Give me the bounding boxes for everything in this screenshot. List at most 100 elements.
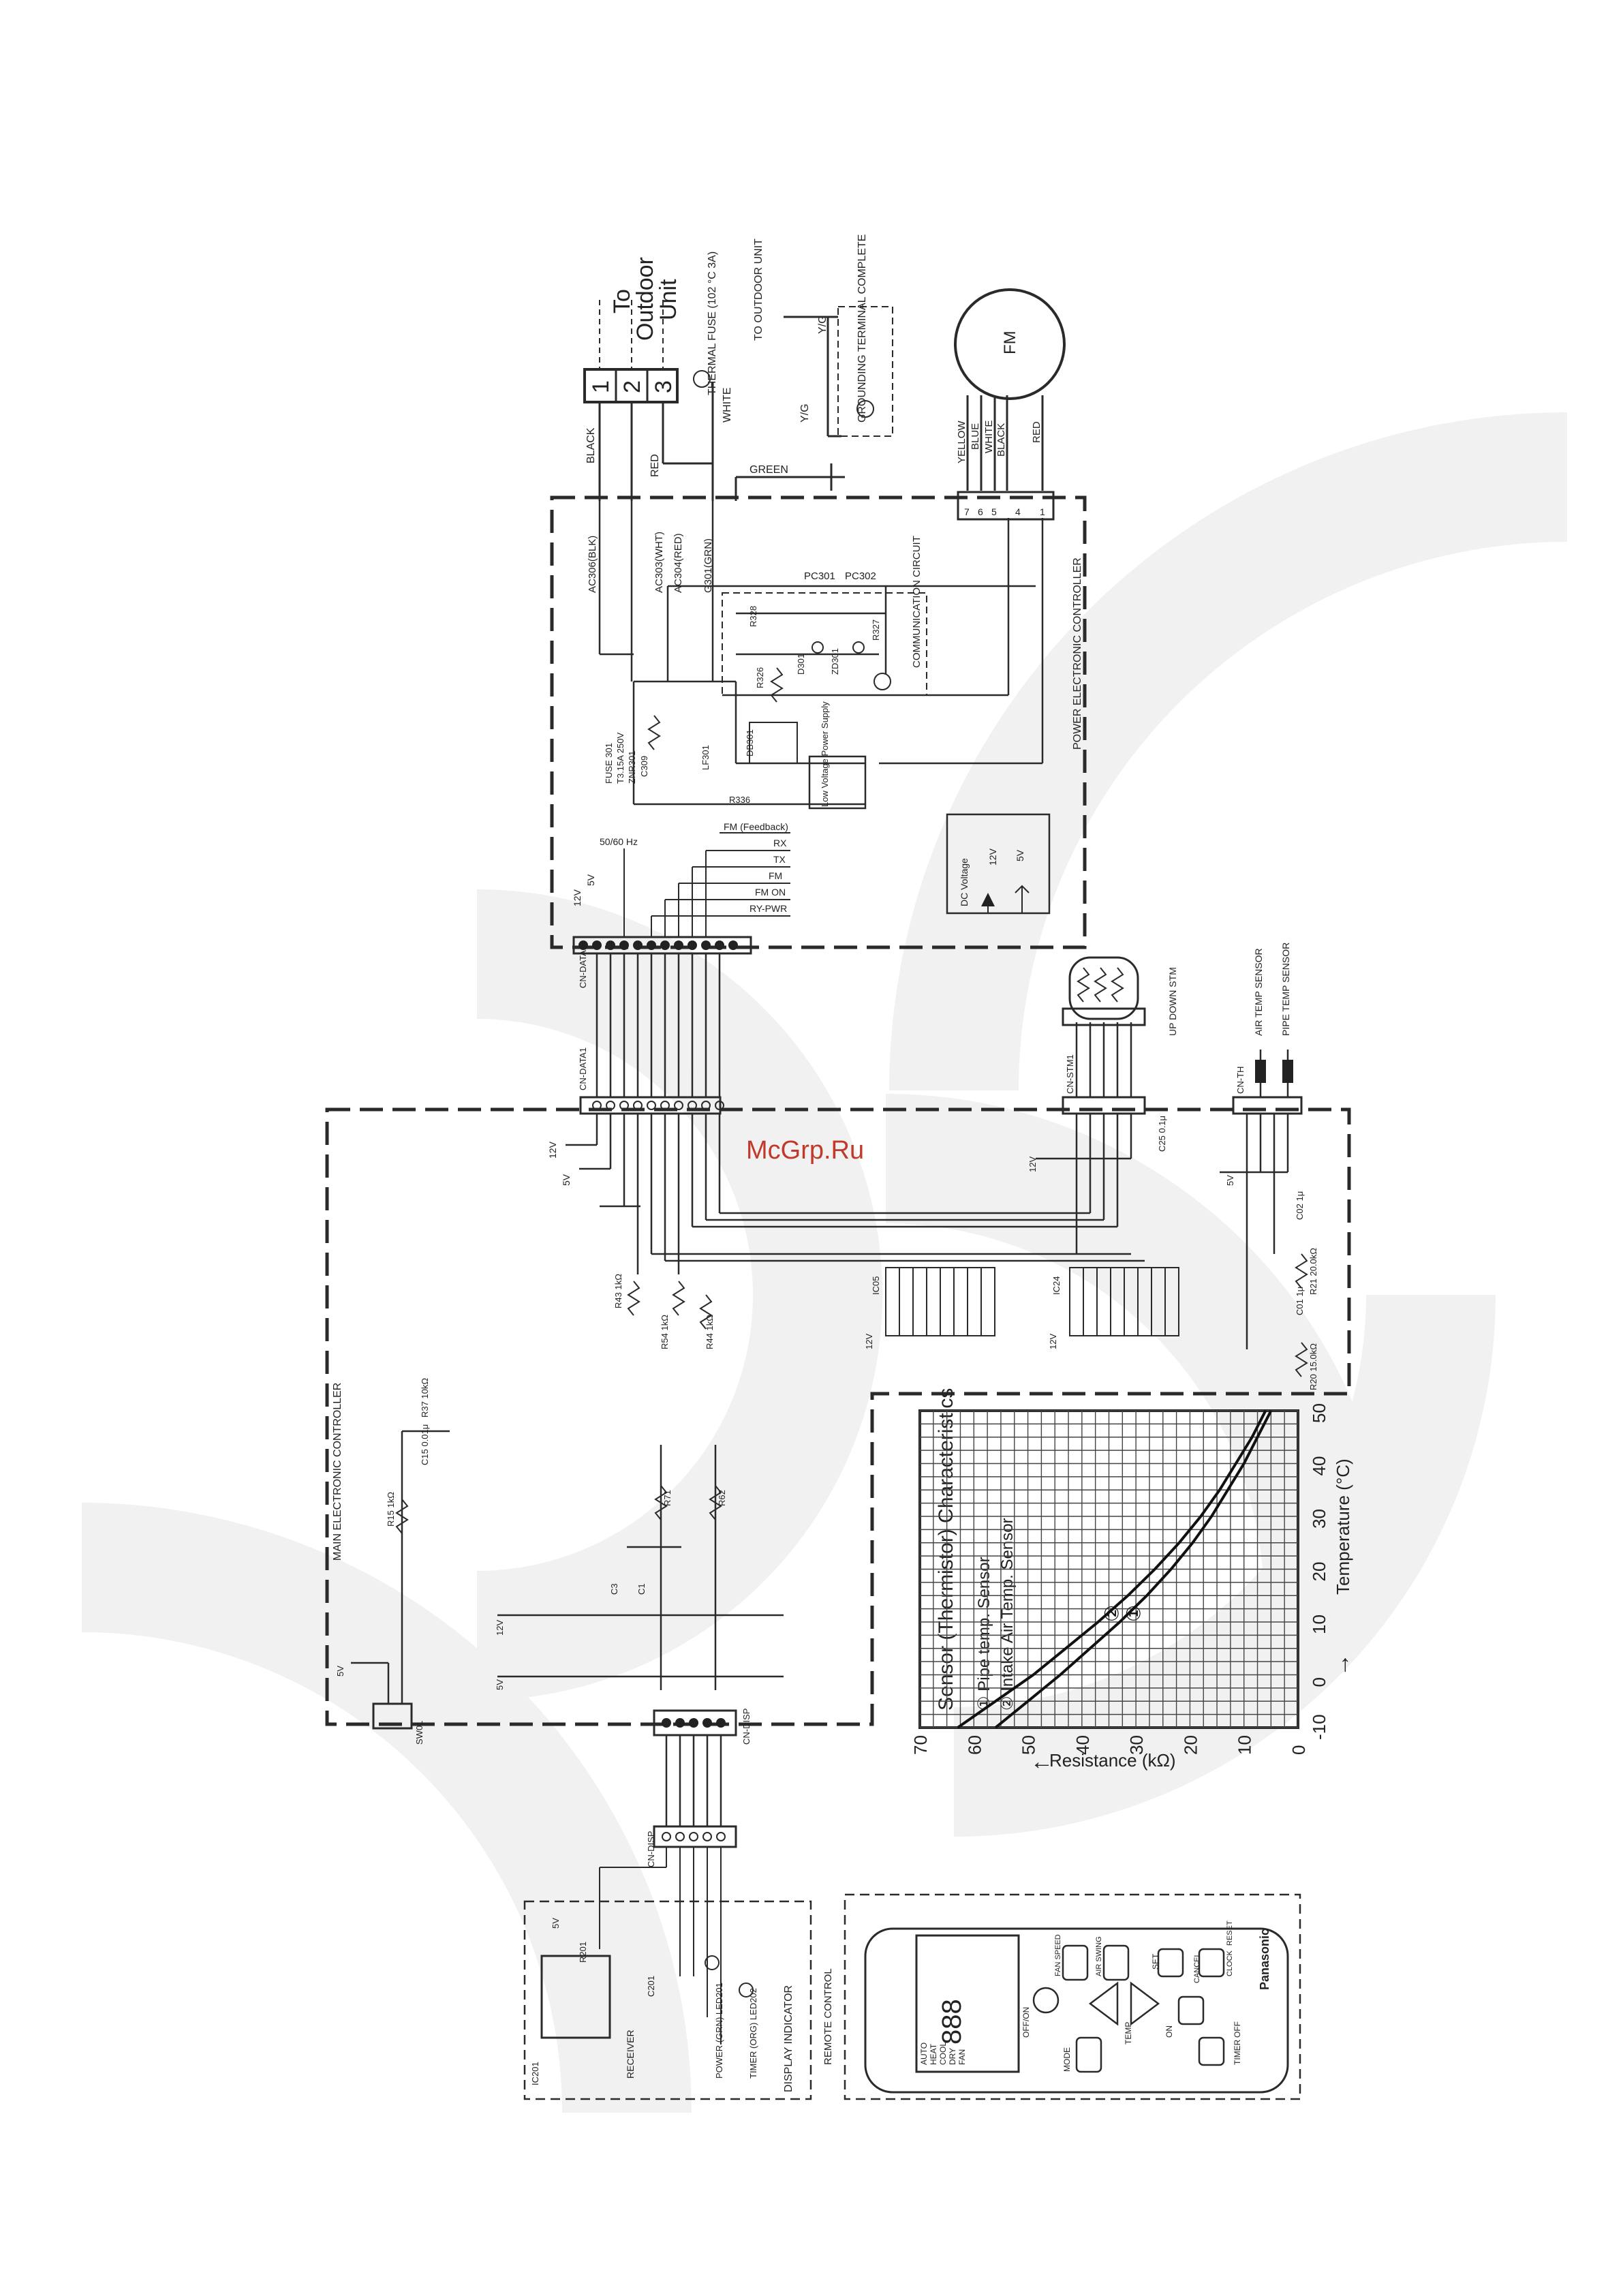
- btn-fan-speed: FAN SPEED: [1054, 1934, 1062, 1976]
- power-controller-title: POWER ELECTRONIC CONTROLLER: [1072, 557, 1083, 750]
- chart-xtick-label: 10: [1309, 1614, 1329, 1634]
- fm-pin-5: 5: [991, 506, 997, 517]
- btn-off: OFF: [1233, 2021, 1242, 2038]
- fm-pin-6: 6: [978, 506, 983, 517]
- btn-cancel: CANCEL: [1193, 1953, 1201, 1983]
- grounding-block: TO OUTDOOR UNIT Y/G Y/G GROUNDING TERMIN…: [753, 234, 893, 438]
- chart-ytick-label: 30: [1126, 1735, 1147, 1755]
- cn-data1-power-label: CN-DATA1: [578, 945, 588, 988]
- sig-tx: TX: [773, 854, 786, 865]
- r62-label: R62: [717, 1490, 727, 1506]
- outdoor-title-1: To: [609, 289, 635, 313]
- main-12v-label: 12V: [547, 1141, 558, 1159]
- r44-label: R44 1kΩ: [705, 1315, 715, 1349]
- outdoor-wires: BLACK RED GREEN: [585, 382, 845, 501]
- chart-xtick-label: 0: [1309, 1677, 1329, 1687]
- remote-buttons: [1032, 1944, 1225, 2073]
- sensor-chart: Sensor (Thermistor) Characteristics ① Pi…: [910, 1388, 1355, 1775]
- chart-xlabel: Temperature (°C): [1333, 1458, 1353, 1595]
- c02-label: C02 1μ: [1295, 1191, 1305, 1220]
- main-controller-title: MAIN ELECTRONIC CONTROLLER: [332, 1383, 343, 1561]
- wire-green-label: GREEN: [749, 464, 788, 476]
- zd301-label: D301: [796, 654, 806, 675]
- fuse-label: FUSE 301: [604, 743, 614, 784]
- lcd-digits: 888: [937, 1999, 967, 2045]
- c1-label: C1: [636, 1583, 647, 1595]
- db301-label: DB301: [745, 729, 755, 756]
- power-5v-label: 5V: [585, 874, 596, 886]
- zd303-label: ZD301: [830, 648, 840, 675]
- fan-motor: FM YELLOW BLUE WHITE BLACK RED 7 6 5 4 1: [954, 288, 1066, 521]
- pipe-sensor-label: PIPE TEMP SENSOR: [1280, 943, 1291, 1036]
- sig-ry-pwr: RY-PWR: [749, 903, 787, 914]
- fm-pin-1: 1: [1040, 506, 1045, 517]
- th-5v: 5V: [1225, 1175, 1235, 1186]
- cn-disp-display-label: CN-DISP: [646, 1831, 656, 1867]
- r327-label: R327: [871, 619, 881, 641]
- cn-stm1-label: CN-STM1: [1065, 1054, 1075, 1094]
- fm-wire-white: WHITE: [983, 420, 995, 453]
- r328-label: R328: [748, 606, 758, 627]
- thermal-fuse-label: THERMAL FUSE (102 °C 3A): [707, 251, 718, 395]
- led-power-label: POWER (GRN) LED201: [714, 1983, 724, 2079]
- chart-ytick-label: 70: [910, 1735, 931, 1755]
- chart-ytick-label: 40: [1072, 1735, 1093, 1755]
- ic05-12v: 12V: [864, 1334, 874, 1349]
- chart-arrow-x: →: [1329, 1653, 1355, 1677]
- led-timer-label: TIMER (ORG) LED202: [748, 1988, 758, 2079]
- fm-wire-blue: BLUE: [970, 423, 981, 450]
- c25-label: C25 0.1μ: [1157, 1116, 1167, 1152]
- cn-th-label: CN-TH: [1235, 1067, 1246, 1094]
- btn-timer: TIMER: [1233, 2039, 1242, 2065]
- cn-disp-main-label: CN-DISP: [741, 1709, 752, 1745]
- chart-curve-label-1: ①: [1122, 1605, 1145, 1622]
- chart-series-line-1: [994, 1410, 1273, 1729]
- disp-5v: 5V: [495, 1679, 505, 1690]
- c01-label: C01 1μ: [1295, 1287, 1305, 1315]
- c309-label: C309: [639, 756, 649, 777]
- wire-white-label: WHITE: [722, 387, 733, 423]
- r71-label: R71: [662, 1490, 673, 1506]
- outdoor-title-3: Unit: [655, 279, 681, 320]
- r21-label: R21 20.0kΩ: [1308, 1248, 1318, 1295]
- ac303-label: AC303(WHT): [653, 532, 665, 593]
- power-controller: POWER ELECTRONIC CONTROLLER AC306(BLK) A…: [550, 495, 1087, 949]
- terminal-1: 1: [588, 380, 614, 393]
- ac306-label: AC306(BLK): [587, 536, 598, 593]
- grounding-label: GROUNDING TERMINAL COMPLETE: [856, 234, 868, 423]
- display-title: DISPLAY INDICATOR: [783, 1985, 794, 2092]
- stepping-motor-label: UP DOWN STM: [1167, 967, 1178, 1036]
- watermark-text: McGrp.Ru: [746, 1136, 864, 1165]
- main-5v-label: 5V: [561, 1174, 572, 1186]
- ic05-driver: IC05 12V: [864, 1267, 995, 1349]
- dc-5v-label: 5V: [1015, 849, 1025, 861]
- chart-curve-label-2: ②: [1101, 1605, 1124, 1622]
- chart-xtick-label: 50: [1309, 1403, 1329, 1423]
- chart-lines: ①②: [957, 1410, 1273, 1729]
- fm-pin-4: 4: [1015, 506, 1021, 517]
- remote-control: REMOTE CONTROL 888 AUTO HEAT COOL DRY FA…: [822, 1893, 1301, 2100]
- disp-12v: 12V: [495, 1620, 505, 1636]
- chart-ylabel: Resistance (kΩ): [1049, 1750, 1176, 1771]
- dc-12v-label: 12V: [987, 848, 998, 866]
- btn-on: ON: [1164, 2025, 1174, 2038]
- c201-label: C201: [646, 1976, 656, 1997]
- outdoor-title-2: Outdoor: [632, 257, 658, 341]
- ic24-driver: IC24 12V: [1048, 1267, 1179, 1349]
- fan-motor-label: FM: [1001, 331, 1019, 354]
- chart-xtick-label: 20: [1309, 1562, 1329, 1582]
- freq-label: 50/60 Hz: [600, 836, 638, 847]
- btn-clock: CLOCK: [1226, 1950, 1234, 1976]
- sig-fm-on: FM ON: [755, 887, 786, 898]
- power-data-connector: CN-DATA1 50/60 Hz 12V 5V FM (Feedback) R…: [572, 821, 790, 1070]
- ic24-label: IC24: [1051, 1276, 1062, 1295]
- dc-voltage-label: DC Voltage: [959, 858, 970, 906]
- wire-red-label: RED: [649, 454, 661, 477]
- ic201-label: IC201: [530, 2062, 540, 2085]
- pc301-label: PC301: [804, 570, 835, 582]
- chart-ytick-label: 60: [964, 1735, 985, 1755]
- c15-label: C15 0.01μ: [420, 1424, 430, 1465]
- remote-brand: Panasonic: [1258, 1929, 1271, 1990]
